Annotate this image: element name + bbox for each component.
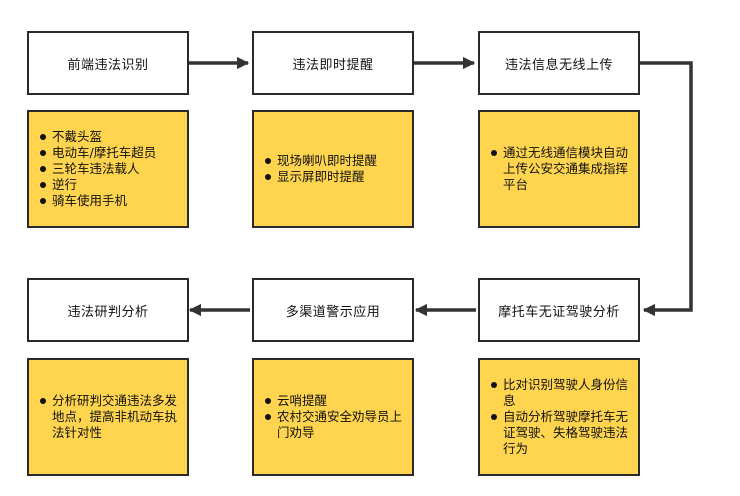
bullet-item: 逆行	[39, 177, 179, 193]
bullet-item: 比对识别驾驶人身份信息	[490, 377, 630, 409]
note-list: 分析研判交通违法多发地点，提高非机动车执法针对性	[39, 393, 179, 441]
note-wireless-upload: 通过无线通信模块自动上传公安交通集成指挥平台	[478, 110, 640, 228]
bullet-item: 通过无线通信模块自动上传公安交通集成指挥平台	[490, 145, 630, 193]
bullet-item: 现场喇叭即时提醒	[264, 153, 404, 169]
step-label: 前端违法识别	[67, 57, 149, 73]
note-list: 云哨提醒农村交通安全劝导员上门劝导	[264, 393, 404, 441]
step-label: 摩托车无证驾驶分析	[498, 304, 620, 320]
note-list: 不戴头盔电动车/摩托车超员三轮车违法载人逆行骑车使用手机	[39, 129, 179, 209]
step-motorcycle-unlicensed-analysis: 摩托车无证驾驶分析	[478, 278, 640, 342]
note-list: 现场喇叭即时提醒显示屏即时提醒	[264, 153, 404, 185]
bullet-item: 显示屏即时提醒	[264, 169, 404, 185]
bullet-item: 自动分析驾驶摩托车无证驾驶、失格驾驶违法行为	[490, 409, 630, 457]
bullet-item: 分析研判交通违法多发地点，提高非机动车执法针对性	[39, 393, 179, 441]
step-frontend-violation-recognition: 前端违法识别	[27, 31, 189, 95]
bullet-item: 农村交通安全劝导员上门劝导	[264, 409, 404, 441]
note-multichannel-warning: 云哨提醒农村交通安全劝导员上门劝导	[252, 358, 414, 476]
step-label: 违法研判分析	[67, 304, 149, 320]
step-label: 违法信息无线上传	[504, 57, 613, 73]
note-instant-violation-reminder: 现场喇叭即时提醒显示屏即时提醒	[252, 110, 414, 228]
bullet-item: 不戴头盔	[39, 129, 179, 145]
note-violation-analysis: 分析研判交通违法多发地点，提高非机动车执法针对性	[27, 358, 189, 476]
bullet-item: 电动车/摩托车超员	[39, 145, 179, 161]
step-violation-analysis: 违法研判分析	[27, 278, 189, 342]
note-list: 通过无线通信模块自动上传公安交通集成指挥平台	[490, 145, 630, 193]
bullet-item: 骑车使用手机	[39, 193, 179, 209]
step-label: 违法即时提醒	[292, 57, 374, 73]
note-frontend-violation-recognition: 不戴头盔电动车/摩托车超员三轮车违法载人逆行骑车使用手机	[27, 110, 189, 228]
note-list: 比对识别驾驶人身份信息自动分析驾驶摩托车无证驾驶、失格驾驶违法行为	[490, 377, 630, 457]
step-label: 多渠道警示应用	[285, 304, 381, 320]
arrow-s3-to-s4	[640, 61, 693, 317]
step-instant-violation-reminder: 违法即时提醒	[252, 31, 414, 95]
note-motorcycle-unlicensed-analysis: 比对识别驾驶人身份信息自动分析驾驶摩托车无证驾驶、失格驾驶违法行为	[478, 358, 640, 476]
step-multichannel-warning: 多渠道警示应用	[252, 278, 414, 342]
step-wireless-upload: 违法信息无线上传	[478, 31, 640, 95]
bullet-item: 三轮车违法载人	[39, 161, 179, 177]
bullet-item: 云哨提醒	[264, 393, 404, 409]
